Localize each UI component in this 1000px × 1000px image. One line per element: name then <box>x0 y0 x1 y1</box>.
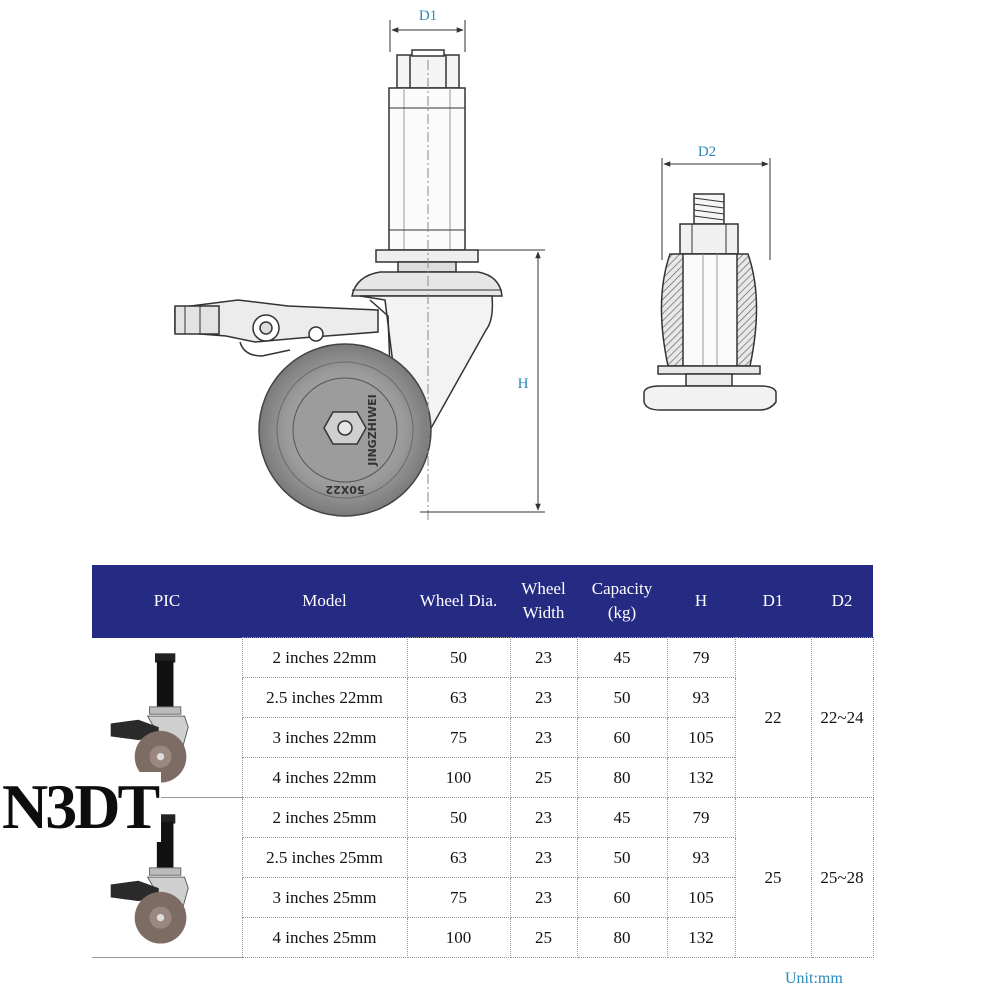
cell-model: 2.5 inches 22mm <box>241 677 408 718</box>
cell-h: 93 <box>666 837 736 878</box>
header-wheel-width: Wheel Width <box>510 565 577 638</box>
cell-h: 105 <box>666 877 736 918</box>
header-wheel-width-line2: Width <box>522 603 565 622</box>
cell-wheel-width: 25 <box>509 757 578 798</box>
cell-capacity: 80 <box>576 917 668 958</box>
cell-h: 132 <box>666 917 736 958</box>
cell-model: 2 inches 25mm <box>241 797 408 838</box>
cell-d1: 25 <box>734 797 812 958</box>
header-capacity: Capacity (kg) <box>577 565 667 638</box>
cell-model: 4 inches 22mm <box>241 757 408 798</box>
spec-table: PIC Model Wheel Dia. Wheel Width Capacit… <box>92 565 874 958</box>
cell-wheel-dia: 75 <box>406 877 511 918</box>
product-photo-22mm <box>92 637 242 798</box>
cell-wheel-width: 23 <box>509 637 578 678</box>
table-row: 4 inches 22mm 100 25 80 132 <box>92 757 873 798</box>
cell-wheel-dia: 75 <box>406 717 511 758</box>
table-row: 4 inches 25mm 100 25 80 132 <box>92 917 873 958</box>
cell-h: 132 <box>666 757 736 798</box>
table-header-row: PIC Model Wheel Dia. Wheel Width Capacit… <box>92 565 873 638</box>
unit-note: Unit:mm <box>785 970 843 987</box>
cell-wheel-dia: 100 <box>406 917 511 958</box>
header-pic: PIC <box>92 565 242 638</box>
cell-wheel-width: 23 <box>509 677 578 718</box>
header-d2: D2 <box>811 565 873 638</box>
cell-model: 2 inches 22mm <box>241 637 408 678</box>
cell-h: 93 <box>666 677 736 718</box>
caster-thumbnail-25mm <box>110 813 189 944</box>
caster-side-view: JINGZHIWEI 50X22 <box>174 20 545 520</box>
cell-wheel-dia: 63 <box>406 677 511 718</box>
cell-capacity: 80 <box>576 757 668 798</box>
table-row: 2 inches 22mm 50 23 45 79 22 22~24 <box>92 637 874 798</box>
caster-thumbnail-22mm <box>110 653 189 783</box>
caster-technical-drawing: JINGZHIWEI 50X22 D1 H D2 <box>174 8 777 520</box>
expansion-stem-section <box>643 158 777 411</box>
dimension-label-h: H <box>518 376 529 392</box>
dimension-label-d2: D2 <box>698 144 716 160</box>
cell-wheel-dia: 50 <box>406 637 511 678</box>
wheel-brand-text: JINGZHIWEI <box>366 394 379 466</box>
cell-wheel-width: 23 <box>509 837 578 878</box>
cell-wheel-width: 23 <box>509 877 578 918</box>
cell-capacity: 45 <box>576 637 668 678</box>
wheel-size-code: 50X22 <box>325 483 364 496</box>
cell-model: 3 inches 22mm <box>241 717 408 758</box>
table-row: 2.5 inches 25mm 63 23 50 93 <box>92 837 873 878</box>
cell-capacity: 60 <box>576 877 668 918</box>
cell-h: 79 <box>666 797 736 838</box>
cell-model: 3 inches 25mm <box>241 877 408 918</box>
cell-capacity: 50 <box>576 837 668 878</box>
dimension-label-d1: D1 <box>419 8 437 24</box>
cell-capacity: 45 <box>576 797 668 838</box>
header-d1: D1 <box>735 565 811 638</box>
cell-capacity: 60 <box>576 717 668 758</box>
cell-capacity: 50 <box>576 677 668 718</box>
cell-d2: 25~28 <box>810 797 874 958</box>
table-row: 2.5 inches 22mm 63 23 50 93 <box>92 677 873 718</box>
cell-wheel-dia: 63 <box>406 837 511 878</box>
header-wheel-dia: Wheel Dia. <box>407 565 510 638</box>
cell-wheel-dia: 100 <box>406 757 511 798</box>
header-h: H <box>667 565 735 638</box>
table-row: 2 inches 25mm 50 23 45 79 25 25~28 <box>92 797 874 958</box>
header-capacity-line2: (kg) <box>607 603 637 622</box>
cell-model: 4 inches 25mm <box>241 917 408 958</box>
table-row: 3 inches 22mm 75 23 60 105 <box>92 717 873 758</box>
header-wheel-width-line1: Wheel <box>521 579 566 598</box>
header-model: Model <box>242 565 407 638</box>
cell-model: 2.5 inches 25mm <box>241 837 408 878</box>
cell-wheel-width: 25 <box>509 917 578 958</box>
cell-wheel-width: 23 <box>509 797 578 838</box>
cell-h: 105 <box>666 717 736 758</box>
cell-d2: 22~24 <box>810 637 874 798</box>
cell-wheel-dia: 50 <box>406 797 511 838</box>
header-capacity-line1: Capacity <box>591 579 653 598</box>
cell-h: 79 <box>666 637 736 678</box>
brand-logo: N3DT <box>0 772 162 842</box>
cell-d1: 22 <box>734 637 812 798</box>
cell-wheel-width: 23 <box>509 717 578 758</box>
